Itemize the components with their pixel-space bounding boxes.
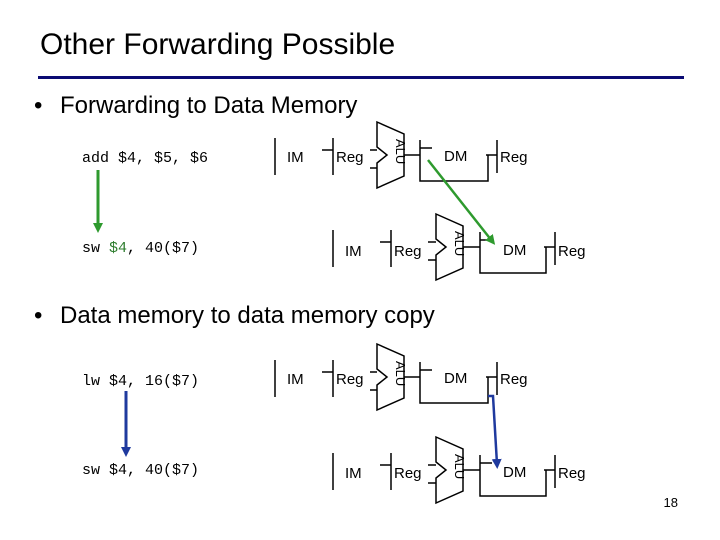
page-number: 18 bbox=[663, 495, 678, 510]
stage-reg-wb: Reg bbox=[558, 465, 586, 482]
instr-sw-1: sw $4, 40($7) bbox=[82, 240, 199, 257]
stage-im: IM bbox=[345, 243, 362, 260]
stage-alu: ALU bbox=[393, 361, 408, 386]
bullet-dot: • bbox=[34, 92, 43, 119]
stage-dm: DM bbox=[444, 370, 467, 387]
instr-reg: $4 bbox=[109, 373, 128, 390]
stage-reg: Reg bbox=[336, 149, 364, 166]
title-underline bbox=[38, 76, 684, 79]
stage-alu: ALU bbox=[393, 139, 408, 164]
instr-opcode: sw bbox=[82, 462, 110, 479]
stage-dm: DM bbox=[444, 148, 467, 165]
instr-sw-2: sw $4, 40($7) bbox=[82, 462, 199, 479]
instr-reg: $4 bbox=[109, 462, 128, 479]
instr-operands: , $5, $6 bbox=[136, 150, 209, 167]
instr-opcode: sw bbox=[82, 240, 110, 257]
alu-shape bbox=[435, 212, 464, 282]
instr-operands: , 16($7) bbox=[127, 373, 200, 390]
stage-alu: ALU bbox=[452, 231, 467, 256]
stage-dm: DM bbox=[503, 242, 526, 259]
instr-operands: , 40($7) bbox=[127, 462, 200, 479]
instr-lw: lw $4, 16($7) bbox=[82, 373, 199, 390]
pipeline-row-sw-2 bbox=[332, 435, 556, 505]
dm-bypass bbox=[419, 377, 489, 404]
pipeline-row-lw bbox=[274, 342, 498, 412]
forward-arrow-alu-to-dm bbox=[427, 159, 496, 245]
pipeline-row-add bbox=[274, 120, 498, 190]
bullet-text: Data memory to data memory copy bbox=[60, 302, 435, 329]
pipeline-row-sw-1 bbox=[332, 212, 556, 282]
bullet-text: Forwarding to Data Memory bbox=[60, 92, 358, 119]
instr-opcode: add bbox=[82, 150, 119, 167]
bullet-dot: • bbox=[34, 302, 43, 329]
instr-operands: , 40($7) bbox=[127, 240, 200, 257]
stage-reg: Reg bbox=[394, 243, 422, 260]
instr-reg: $4 bbox=[118, 150, 137, 167]
stage-im: IM bbox=[287, 149, 304, 166]
instr-reg: $4 bbox=[109, 240, 128, 257]
stage-reg-wb: Reg bbox=[500, 149, 528, 166]
stage-im: IM bbox=[345, 465, 362, 482]
stage-reg: Reg bbox=[394, 465, 422, 482]
slide-title: Other Forwarding Possible bbox=[40, 28, 396, 61]
forward-arrow-dm-to-dm bbox=[488, 394, 502, 469]
bullet-dm-to-dm-copy: • Data memory to data memory copy bbox=[34, 302, 435, 330]
stage-dm: DM bbox=[503, 464, 526, 481]
stage-alu: ALU bbox=[452, 454, 467, 479]
dm-bypass bbox=[479, 470, 547, 497]
stage-reg-wb: Reg bbox=[500, 371, 528, 388]
stage-reg: Reg bbox=[336, 371, 364, 388]
stage-im: IM bbox=[287, 371, 304, 388]
instr-add: add $4, $5, $6 bbox=[82, 150, 208, 167]
instr-opcode: lw bbox=[82, 373, 110, 390]
bullet-forwarding-to-dm: • Forwarding to Data Memory bbox=[34, 92, 357, 120]
alu-shape bbox=[435, 435, 464, 505]
alu-shape bbox=[376, 120, 405, 190]
alu-shape bbox=[376, 342, 405, 412]
dm-bypass bbox=[419, 155, 489, 182]
dm-bypass bbox=[479, 247, 547, 274]
stage-reg-wb: Reg bbox=[558, 243, 586, 260]
